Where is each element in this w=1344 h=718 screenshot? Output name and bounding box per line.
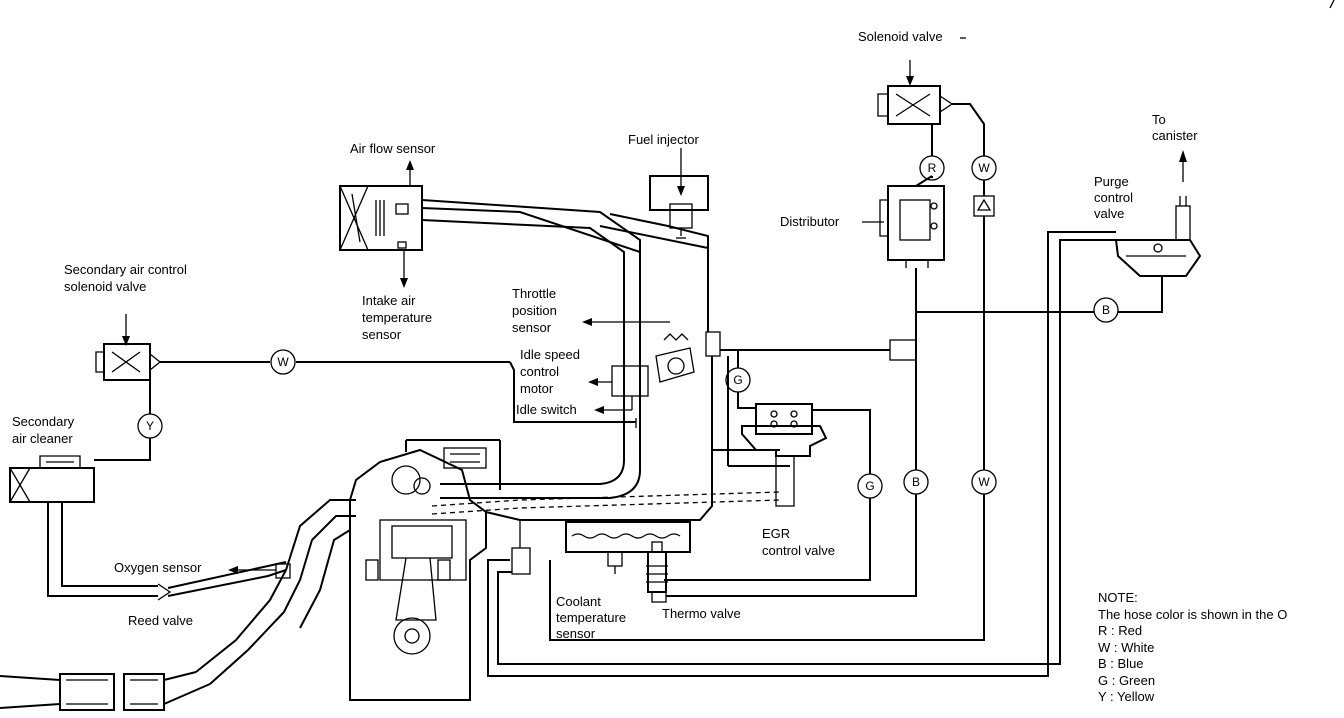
throttle-body-drawing — [611, 331, 890, 397]
label-purge-line1: Purge — [1094, 174, 1129, 189]
label-to-canister-line1: To — [1152, 112, 1166, 127]
hose-code-w-lower: W — [978, 475, 990, 489]
note-legend-green: G : Green — [1098, 672, 1156, 688]
thermo-valve-drawing — [646, 541, 668, 603]
label-intake-line1: Intake air — [362, 293, 416, 308]
label-distributor: Distributor — [780, 214, 840, 229]
label-throttle-line3: sensor — [512, 320, 552, 335]
secondary-air-solenoid-drawing — [95, 343, 174, 381]
egr-control-valve-drawing — [741, 403, 828, 507]
hose-code-g-lower: G — [865, 479, 874, 493]
label-solenoid-valve: Solenoid valve — [858, 29, 943, 44]
label-idle-switch: Idle switch — [516, 402, 577, 417]
label-reed-valve: Reed valve — [128, 613, 194, 628]
label-coolant-line1: Coolant — [556, 594, 601, 609]
note-legend-white: W : White — [1098, 639, 1155, 655]
label-air-flow-sensor: Air flow sensor — [350, 141, 436, 156]
label-coolant-line3: sensor — [556, 626, 596, 641]
label-to-canister-line2: canister — [1152, 128, 1198, 143]
hose-code-g-upper: G — [733, 373, 742, 387]
catalytic-converter-drawing — [0, 671, 211, 711]
label-egr-line1: EGR — [762, 526, 791, 541]
label-egr-line2: control valve — [762, 543, 835, 558]
hose-code-r: R — [928, 161, 937, 175]
secondary-air-cleaner-drawing — [9, 455, 95, 503]
engine-drawing — [349, 439, 501, 701]
hose-code-b-purge: B — [1102, 303, 1110, 317]
label-throttle-line1: Throttle — [512, 286, 557, 301]
label-intake-line3: sensor — [362, 327, 402, 342]
label-secondary-solenoid-line2: solenoid valve — [64, 279, 147, 294]
label-thermo-valve: Thermo valve — [662, 606, 741, 621]
hose-code-w-secondary: W — [277, 355, 289, 369]
label-isc-line2: control — [520, 364, 560, 379]
fuel-injector-drawing — [649, 175, 709, 239]
label-secondary-cleaner-line2: air cleaner — [12, 431, 73, 446]
note-legend-red: R : Red — [1098, 623, 1143, 638]
note-legend-blue: B : Blue — [1098, 656, 1144, 671]
label-purge-line2: control — [1094, 190, 1134, 205]
air-flow-sensor-drawing — [339, 185, 423, 251]
label-isc-line1: Idle speed — [520, 347, 580, 362]
w-check-valve-drawing — [973, 195, 995, 217]
hose-color-note: NOTE: The hose color is shown in the O R… — [1098, 590, 1287, 706]
note-title: NOTE: — [1098, 590, 1138, 605]
note-text: The hose color is shown in the O — [1098, 606, 1288, 622]
label-intake-line2: temperature — [362, 310, 433, 325]
hose-code-b-lower: B — [912, 475, 920, 489]
hose-code-y: Y — [146, 419, 154, 433]
note-legend-yellow: Y : Yellow — [1098, 689, 1155, 704]
label-oxygen-sensor: Oxygen sensor — [114, 560, 202, 575]
label-fuel-injector: Fuel injector — [628, 132, 699, 147]
label-throttle-line2: position — [512, 303, 557, 318]
label-coolant-line2: temperature — [556, 610, 627, 625]
distributor-drawing — [879, 185, 945, 268]
purge-control-valve-drawing — [1114, 196, 1202, 277]
solenoid-valve-drawing — [877, 85, 954, 125]
hose-code-w-upper: W — [978, 161, 990, 175]
label-isc-line3: motor — [520, 381, 554, 396]
label-purge-line3: valve — [1094, 206, 1125, 221]
b-tee-drawing — [889, 339, 917, 366]
label-secondary-solenoid-line1: Secondary air control — [64, 262, 187, 277]
label-secondary-cleaner-line1: Secondary — [12, 414, 75, 429]
coolant-passage-drawing — [565, 521, 691, 574]
